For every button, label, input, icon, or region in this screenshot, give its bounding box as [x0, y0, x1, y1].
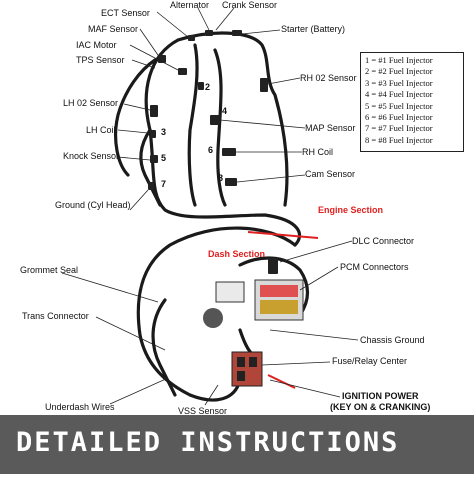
cam-connector [225, 178, 237, 186]
injector-number-3: 3 [161, 127, 167, 137]
harness-trans-branch [151, 298, 177, 397]
banner-title: DETAILED INSTRUCTIONS [16, 427, 400, 458]
label-ignition-power: IGNITION POWER [342, 391, 419, 401]
injector-number-5: 5 [161, 153, 167, 163]
injector-3-connector [150, 130, 156, 138]
label-grommet-seal: Grommet Seal [20, 265, 79, 275]
injector-number-6: 6 [208, 145, 214, 155]
harness-trunk-right [176, 31, 289, 207]
legend-row: 3 = #3 Fuel Injector [365, 77, 433, 88]
pcm-connectors-group [203, 279, 304, 328]
injector-number-8: 8 [218, 173, 224, 183]
label-lh-o2: LH 02 Sensor [63, 98, 119, 108]
label-rh-coil: RH Coil [302, 147, 334, 157]
fuel-injector-legend: 1 = #1 Fuel Injector 2 = #2 Fuel Injecto… [360, 52, 464, 152]
legend-row: 8 = #8 Fuel Injector [365, 134, 433, 145]
label-underdash-wires: Underdash Wires [45, 402, 115, 412]
label-ground-head: Ground (Cyl Head) [55, 200, 131, 210]
label-cam-sensor: Cam Sensor [305, 169, 356, 179]
injector-7-connector [148, 182, 154, 190]
harness-dash-loop [136, 226, 297, 397]
legend-row: 1 = #1 Fuel Injector [365, 55, 433, 65]
label-lh-coil: LH Coil [86, 125, 116, 135]
ect-connector [188, 35, 195, 41]
harness-left-branch [114, 58, 157, 177]
legend-row: 7 = #7 Fuel Injector [365, 123, 433, 134]
label-engine-section: Engine Section [318, 205, 384, 215]
label-dlc-connector: DLC Connector [352, 236, 415, 246]
map-connector [210, 115, 220, 125]
label-knock-sensor: Knock Sensor [63, 151, 120, 161]
label-tps-sensor: TPS Sensor [76, 55, 125, 65]
label-rh-o2: RH 02 Sensor [300, 73, 357, 83]
starter-connector [232, 30, 242, 36]
label-pcm-connectors: PCM Connectors [340, 262, 409, 272]
iac-connector [178, 68, 187, 75]
injector-number-4: 4 [222, 106, 228, 116]
ignition-power-wire [267, 374, 296, 389]
label-dash-section: Dash Section [208, 249, 266, 259]
injector-number-2: 2 [205, 82, 211, 92]
injector-2-connector [198, 82, 204, 90]
harness-trunk-left [144, 38, 302, 247]
lh-o2-connector [150, 105, 158, 117]
label-chassis-ground: Chassis Ground [360, 335, 425, 345]
harness-center-branch-2 [213, 48, 227, 207]
legend-row: 2 = #2 Fuel Injector [365, 66, 433, 77]
instructions-banner: DETAILED INSTRUCTIONS [0, 415, 474, 474]
legend-row: 4 = #4 Fuel Injector [365, 89, 433, 100]
knock-connector [150, 155, 158, 163]
label-map-sensor: MAP Sensor [305, 123, 356, 133]
harness-pcm-loop [238, 256, 310, 317]
label-starter: Starter (Battery) [281, 24, 346, 34]
label-alternator: Alternator [170, 0, 210, 10]
label-ignition-power-sub: (KEY ON & CRANKING) [330, 402, 431, 412]
engine-section-marker [247, 231, 319, 239]
label-fuse-relay: Fuse/Relay Center [332, 356, 408, 366]
harness-center-branch [187, 43, 199, 207]
rh-o2-connector [260, 78, 268, 92]
legend-row: 6 = #6 Fuel Injector [365, 112, 433, 123]
rh-coil-connector [222, 148, 236, 156]
label-trans-connector: Trans Connector [22, 311, 89, 321]
label-vss-sensor: VSS Sensor [178, 406, 228, 416]
dlc-plug [268, 258, 278, 274]
harness-left-branch-2 [139, 128, 162, 207]
fuse-relay-group [231, 351, 263, 387]
label-maf-sensor: MAF Sensor [88, 24, 139, 34]
label-ect-sensor: ECT Sensor [101, 8, 150, 18]
label-crank-sensor: Crank Sensor [222, 0, 278, 10]
injector-number-7: 7 [161, 179, 167, 189]
legend-row: 5 = #5 Fuel Injector [365, 100, 433, 111]
label-iac-motor: IAC Motor [76, 40, 117, 50]
crank-connector [205, 30, 213, 36]
